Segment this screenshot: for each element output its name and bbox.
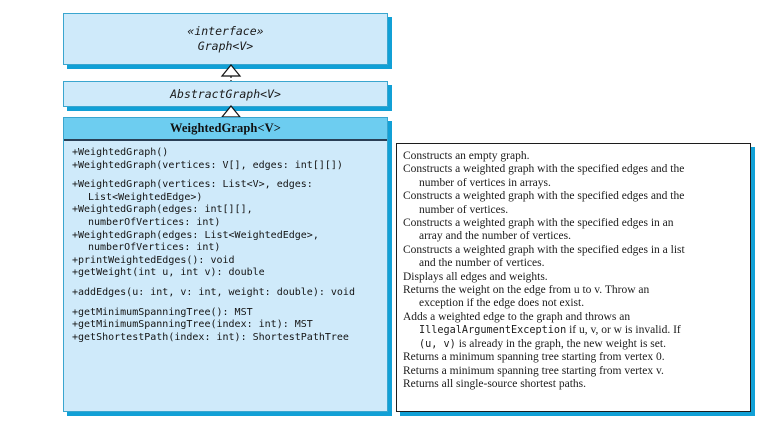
- description-line: Adds a weighted edge to the graph and th…: [403, 310, 631, 323]
- method-signature: +getMinimumSpanningTree(): MST: [72, 306, 253, 318]
- method-signature: +getMinimumSpanningTree(index: int): MST: [72, 319, 313, 331]
- method-row: +getShortestPath(index: int): ShortestPa…: [64, 332, 387, 345]
- method-row: +getMinimumSpanningTree(): MST: [64, 307, 387, 320]
- method-row: +getWeight(int u, int v): double: [64, 267, 387, 280]
- description-row: Constructs a weighted graph with the spe…: [403, 163, 744, 190]
- code-literal: IllegalArgumentException: [419, 325, 567, 337]
- description-line: Returns a minimum spanning tree starting…: [403, 364, 664, 377]
- method-signature: +WeightedGraph(edges: int[][],: [72, 204, 253, 216]
- description-row: Returns all single-source shortest paths…: [403, 378, 744, 391]
- description-line-continuation: number of vertices.: [419, 203, 509, 216]
- weighted-graph-class-box: WeightedGraph<V> +WeightedGraph()+Weight…: [63, 117, 388, 412]
- class-header: WeightedGraph<V>: [64, 118, 387, 141]
- method-row: +addEdges(u: int, v: int, weight: double…: [64, 287, 387, 300]
- method-signature: +getShortestPath(index: int): ShortestPa…: [72, 331, 349, 343]
- description-line-continuation: array and the number of vertices.: [419, 230, 571, 243]
- description-line: Constructs a weighted graph with the spe…: [403, 190, 685, 203]
- realization-connector: [220, 64, 242, 83]
- description-row: Displays all edges and weights.: [403, 271, 744, 284]
- hollow-triangle-arrowhead-icon: [220, 64, 242, 77]
- method-signature: +printWeightedEdges(): void: [72, 254, 235, 266]
- abstract-class-name-label: AbstractGraph<V>: [170, 86, 281, 101]
- description-line: Constructs a weighted graph with the spe…: [403, 243, 685, 256]
- description-line-continuation: and the number of vertices.: [419, 257, 545, 270]
- abstract-graph-box: AbstractGraph<V>: [63, 81, 388, 107]
- description-row: Constructs a weighted graph with the spe…: [403, 244, 744, 271]
- description-line: Returns the weight on the edge from u to…: [403, 284, 650, 297]
- description-line: Returns all single-source shortest paths…: [403, 377, 587, 390]
- method-row: +WeightedGraph(vertices: List<V>, edges:…: [64, 179, 387, 204]
- method-row: +WeightedGraph(edges: int[][],numberOfVe…: [64, 204, 387, 229]
- description-line: Constructs a weighted graph with the spe…: [403, 217, 674, 230]
- method-row: +printWeightedEdges(): void: [64, 255, 387, 268]
- description-line-continuation: IllegalArgumentException if u, v, or w i…: [403, 324, 744, 337]
- method-signature: +WeightedGraph(vertices: List<V>, edges:: [72, 179, 313, 191]
- methods-list: +WeightedGraph()+WeightedGraph(vertices:…: [64, 141, 387, 344]
- interface-name-label: Graph<V>: [197, 39, 254, 53]
- method-signature: +addEdges(u: int, v: int, weight: double…: [72, 286, 355, 298]
- interface-graph-box: «interface» Graph<V>: [63, 13, 388, 65]
- description-line: Constructs an empty graph.: [403, 150, 530, 162]
- description-row: Constructs a weighted graph with the spe…: [403, 190, 744, 217]
- class-title-label: WeightedGraph<V>: [170, 121, 281, 135]
- code-literal: (u, v): [419, 338, 456, 350]
- method-signature: +WeightedGraph(edges: List<WeightedEdge>…: [72, 229, 319, 241]
- description-row: Returns the weight on the edge from u to…: [403, 284, 744, 311]
- method-signature-continuation: numberOfVertices: int): [88, 216, 221, 228]
- description-row: Constructs a weighted graph with the spe…: [403, 217, 744, 244]
- description-line: Returns a minimum spanning tree starting…: [403, 351, 665, 364]
- interface-stereotype-label: «interface»: [187, 24, 264, 38]
- description-row: Constructs an empty graph.: [403, 150, 744, 163]
- description-text: if u, v, or w is invalid. If: [566, 324, 681, 337]
- method-signature-continuation: numberOfVertices: int): [88, 242, 221, 254]
- method-signature: +getWeight(int u, int v): double: [72, 267, 265, 279]
- method-signature-continuation: List<WeightedEdge>): [88, 191, 203, 203]
- description-row: Adds a weighted edge to the graph and th…: [403, 311, 744, 351]
- method-row: +WeightedGraph(edges: List<WeightedEdge>…: [64, 230, 387, 255]
- method-row: +WeightedGraph(vertices: V[], edges: int…: [64, 160, 387, 173]
- description-text: is already in the graph, the new weight …: [455, 337, 666, 350]
- hollow-triangle-arrowhead-icon: [220, 105, 242, 118]
- method-signature: +WeightedGraph(): [72, 147, 169, 158]
- description-line: Displays all edges and weights.: [403, 270, 548, 283]
- description-line: Constructs a weighted graph with the spe…: [403, 163, 685, 176]
- description-row: Returns a minimum spanning tree starting…: [403, 365, 744, 378]
- description-line-continuation: exception if the edge does not exist.: [419, 297, 585, 310]
- method-row: +WeightedGraph(): [64, 147, 387, 160]
- description-line-continuation: (u, v) is already in the graph, the new …: [403, 338, 744, 351]
- method-signature: +WeightedGraph(vertices: V[], edges: int…: [72, 159, 343, 171]
- method-descriptions-panel: Constructs an empty graph.Constructs a w…: [396, 143, 751, 412]
- description-line-continuation: number of vertices in arrays.: [419, 176, 551, 189]
- description-row: Returns a minimum spanning tree starting…: [403, 351, 744, 364]
- method-row: +getMinimumSpanningTree(index: int): MST: [64, 319, 387, 332]
